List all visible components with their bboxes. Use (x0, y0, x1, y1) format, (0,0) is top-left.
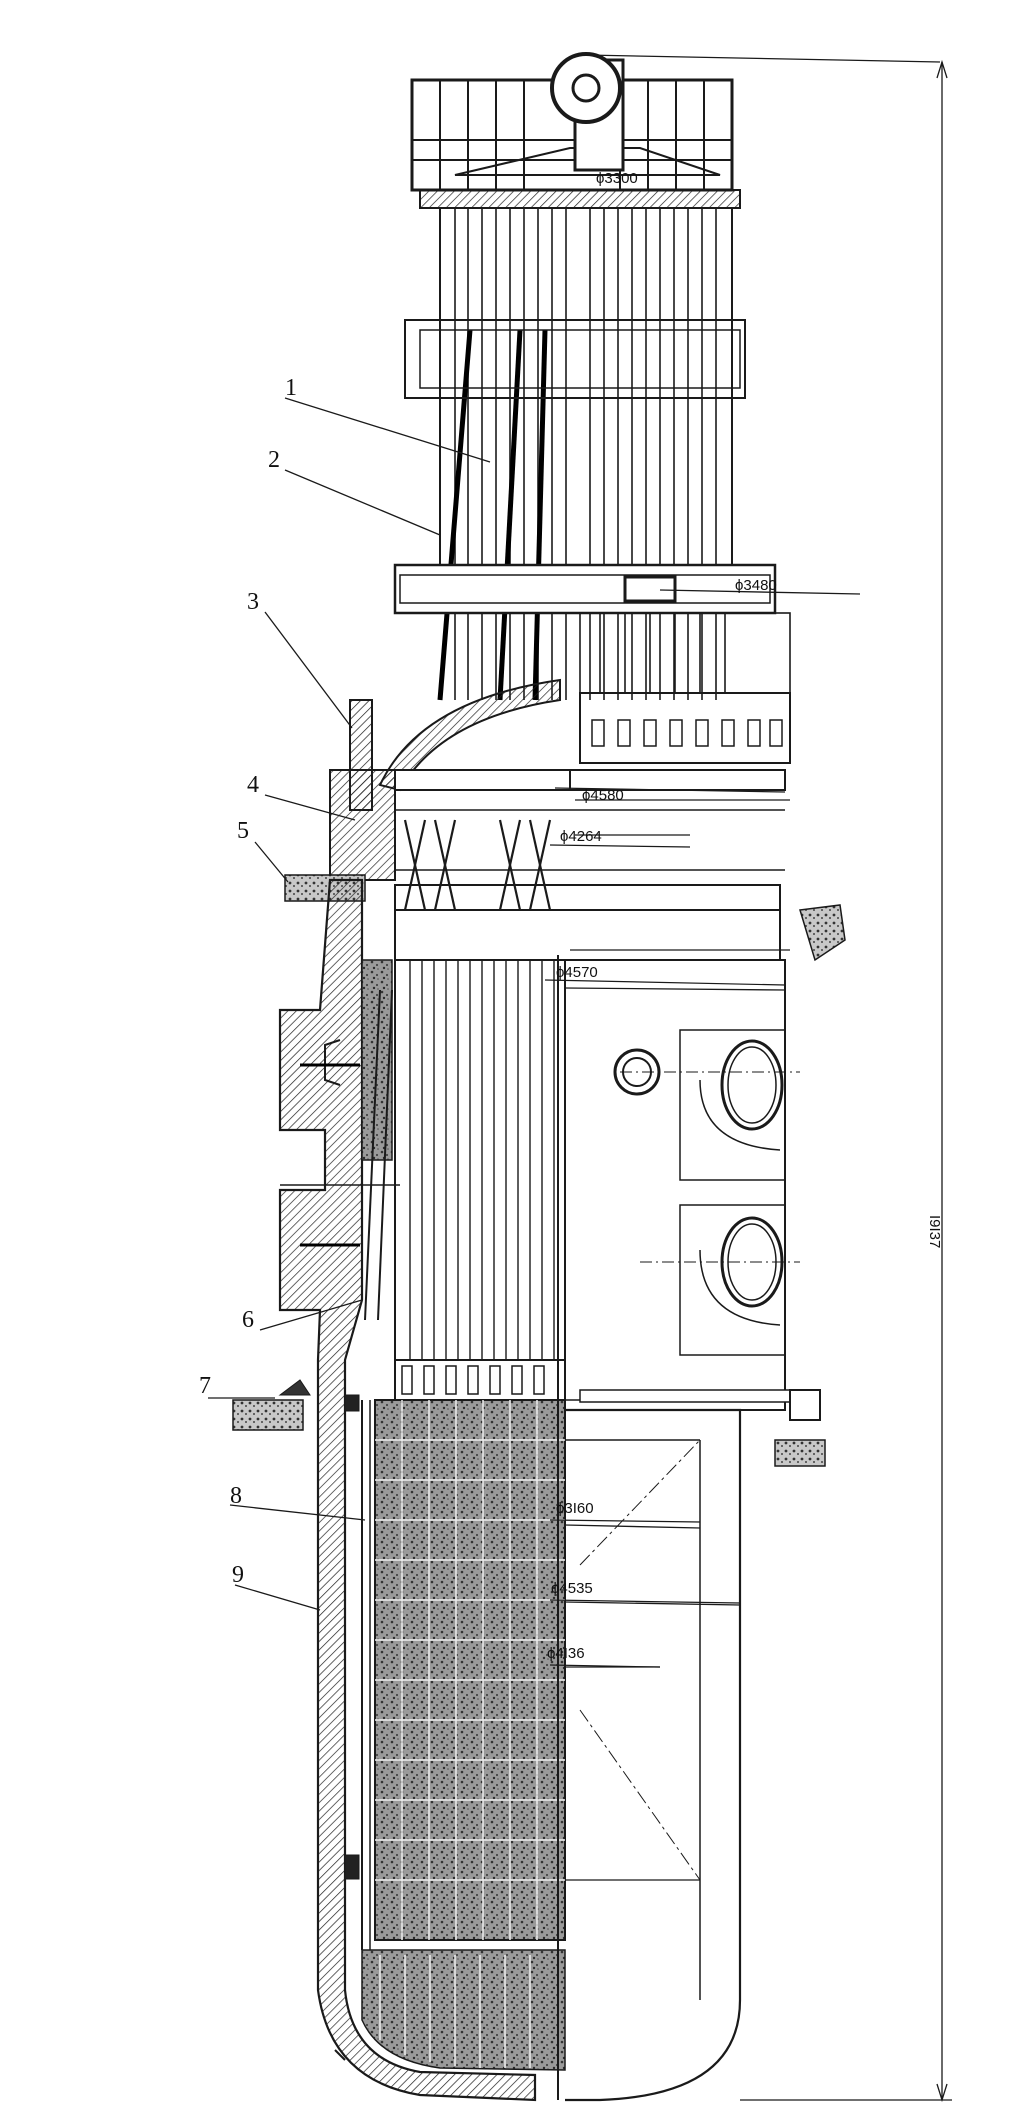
callout-9: 9 (232, 1562, 244, 1588)
lifting-frame (410, 52, 941, 209)
height-dimension-line (740, 59, 952, 2103)
dimension-labels: ϕ3300 ϕ3480 ϕ4580 ϕ4264 ϕ4570 ϕ3I60 ϕ453… (547, 170, 943, 1662)
callout-2: 2 (268, 447, 280, 473)
dimension-leaders (544, 787, 786, 1668)
dim-vessel-inner-diameter: ϕ4I36 (547, 1645, 585, 1662)
vessel-shell (232, 878, 537, 2102)
vessel-head (284, 678, 846, 962)
callout-4: 4 (247, 772, 259, 798)
dim-vessel-outer-diameter: ϕ4535 (551, 1580, 593, 1597)
callout-3: 3 (247, 589, 259, 615)
dim-top-diameter: ϕ3300 (596, 170, 638, 187)
callout-7: 7 (199, 1373, 211, 1399)
upper-internals (394, 959, 566, 1401)
callout-6: 6 (242, 1307, 254, 1333)
callout-1: 1 (285, 375, 297, 401)
dim-upper-plate-diameter: ϕ3480 (735, 577, 777, 594)
drive-mechanism-stack (393, 207, 861, 764)
dim-upper-shell-diameter: ϕ4570 (556, 964, 598, 981)
dim-inner-flange-diameter: ϕ4264 (560, 828, 602, 845)
dim-core-diameter: ϕ3I60 (556, 1500, 594, 1517)
dim-overall-height: I9I37 (926, 1215, 943, 1248)
callout-8: 8 (230, 1483, 242, 1509)
dim-flange-diameter: ϕ4580 (582, 787, 624, 804)
callout-labels: 1 2 3 4 5 6 7 8 9 (199, 375, 297, 1588)
vessel-exterior (557, 955, 826, 2102)
callout-5: 5 (237, 818, 249, 844)
callout-leaders (208, 397, 491, 1611)
reactor-core (344, 1394, 566, 2071)
